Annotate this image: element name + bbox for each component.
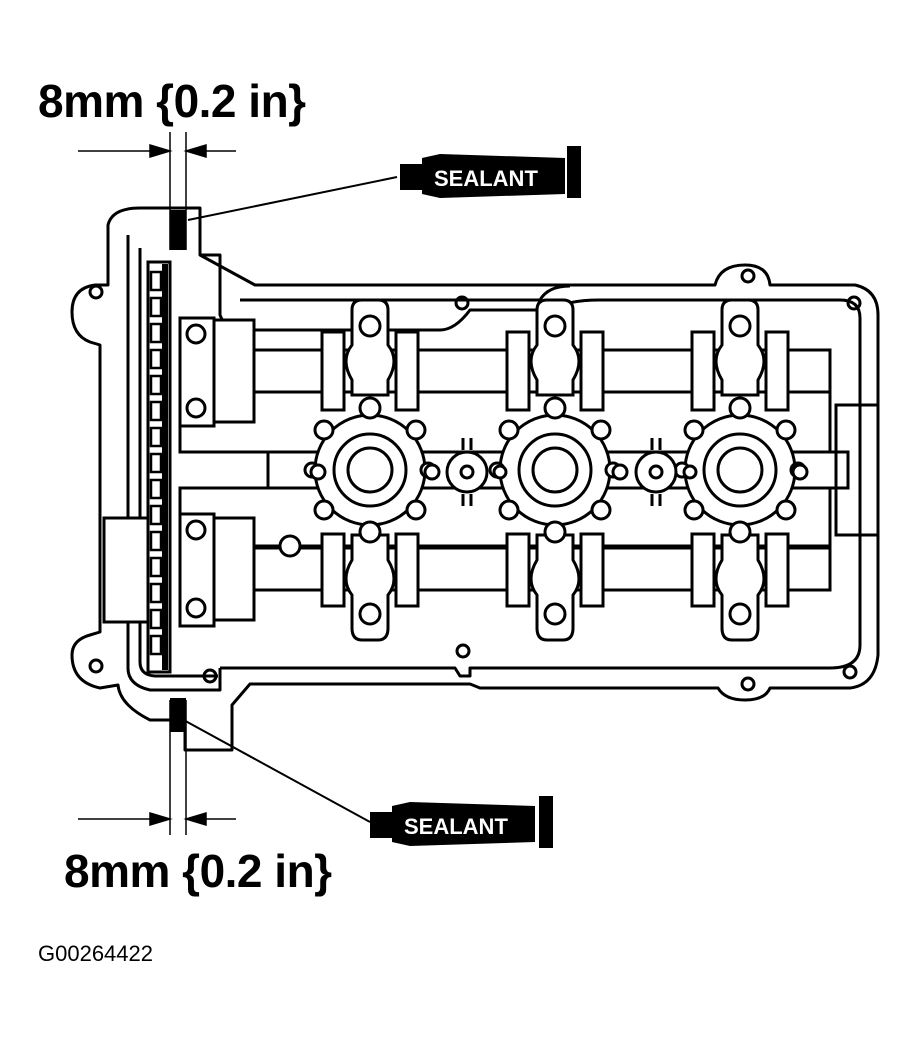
dimension-label-top: 8mm {0.2 in}	[38, 75, 306, 127]
sealant-bead-top	[170, 210, 186, 250]
figure-id: G00264422	[38, 941, 153, 966]
seal-strip	[146, 260, 172, 674]
sealant-tube-bottom: SEALANT	[370, 796, 553, 848]
plug-bosses	[278, 450, 809, 558]
dimension-label-bottom: 8mm {0.2 in}	[64, 845, 332, 897]
head-outline	[70, 206, 880, 752]
bolt-holes-outline	[88, 268, 862, 692]
cam-cap-group-1	[303, 298, 437, 642]
cam-cap-group-3	[673, 298, 807, 642]
sealant-bead-bottom	[170, 698, 186, 732]
cam-cap-group-2	[488, 298, 622, 642]
dimension-lines	[78, 132, 236, 835]
sealant-label-bottom: SEALANT	[404, 814, 508, 839]
side-block	[102, 516, 156, 624]
leader-lines	[179, 176, 398, 823]
plug-marks	[461, 438, 662, 506]
timing-side-caps	[178, 316, 256, 628]
sealant-tube-top: SEALANT	[400, 146, 581, 198]
sealant-label-top: SEALANT	[434, 166, 538, 191]
